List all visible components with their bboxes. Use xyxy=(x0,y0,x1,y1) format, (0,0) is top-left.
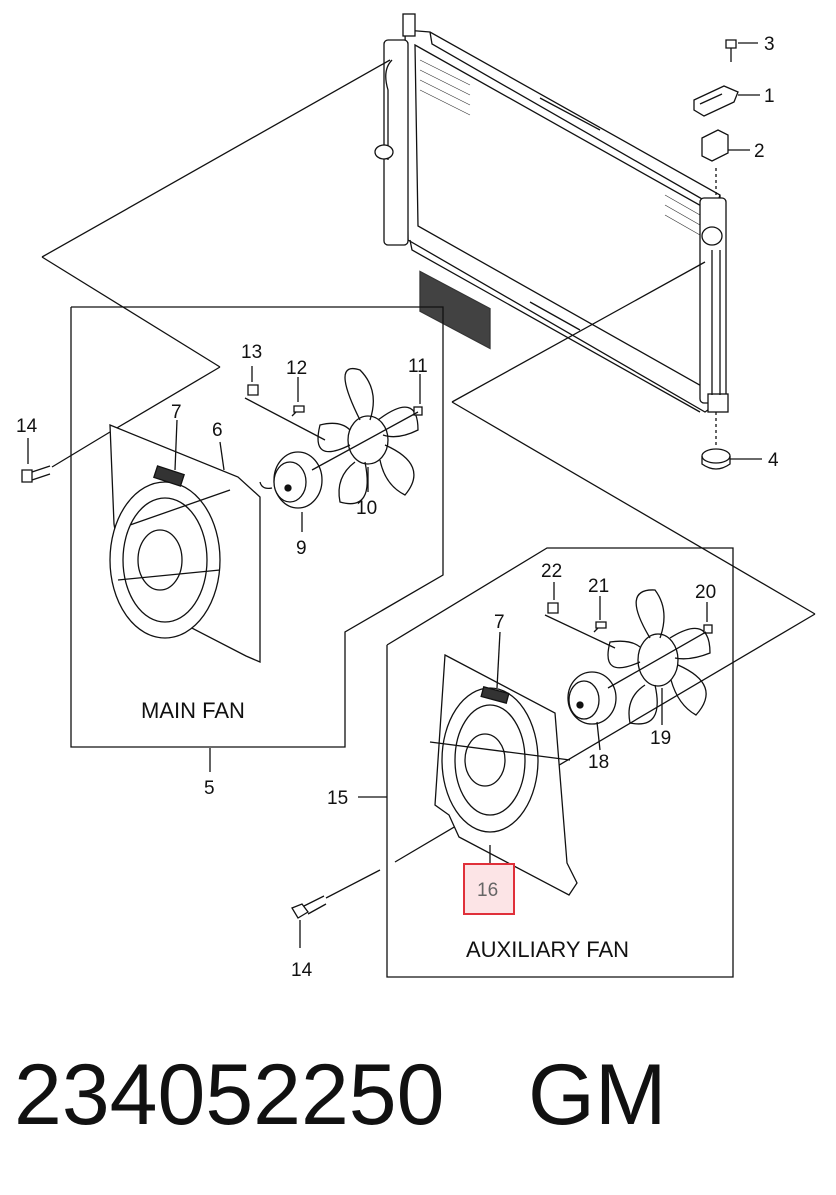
main-fan-label: MAIN FAN xyxy=(141,698,245,723)
highlight-box-16 xyxy=(463,863,515,915)
callout-4: 4 xyxy=(768,450,779,471)
mount-bolt xyxy=(725,39,737,62)
brand-name: GM xyxy=(528,1047,667,1143)
callout-2: 2 xyxy=(754,141,765,162)
main-fan-nut-11 xyxy=(413,406,423,416)
callout-16: 16 xyxy=(477,880,498,901)
main-fan-screw-12 xyxy=(291,405,305,417)
callout-10: 10 xyxy=(356,498,377,519)
auxiliary-fan-nut-20 xyxy=(703,624,713,634)
callout-1: 1 xyxy=(764,86,775,107)
callout-15: 15 xyxy=(327,788,348,809)
callout-7-aux: 7 xyxy=(494,612,505,633)
auxiliary-fan-shroud xyxy=(429,653,578,896)
callout-12: 12 xyxy=(286,358,307,379)
callout-5: 5 xyxy=(204,778,215,799)
upper-insulator xyxy=(701,129,729,162)
main-fan-group-box xyxy=(70,306,444,748)
callout-22: 22 xyxy=(541,561,562,582)
callout-20: 20 xyxy=(695,582,716,603)
callout-21: 21 xyxy=(588,576,609,597)
part-number: 234052250 xyxy=(14,1047,445,1143)
upper-mount-bracket xyxy=(693,85,739,117)
callout-6: 6 xyxy=(212,420,223,441)
main-fan-motor xyxy=(259,451,323,509)
callout-19: 19 xyxy=(650,728,671,749)
auxiliary-fan-group-box xyxy=(386,547,734,978)
auxiliary-fan-label: AUXILIARY FAN xyxy=(466,937,629,962)
main-fan-shroud xyxy=(109,424,261,663)
auxiliary-fan-nut-22 xyxy=(547,602,559,614)
lower-insulator xyxy=(701,448,731,470)
callout-7-main: 7 xyxy=(171,402,182,423)
callout-3: 3 xyxy=(764,34,775,55)
callout-14-bottom: 14 xyxy=(291,960,313,981)
callout-13: 13 xyxy=(241,342,262,363)
callout-11: 11 xyxy=(408,356,428,377)
callout-18: 18 xyxy=(588,752,609,773)
bolt-14-left xyxy=(21,465,51,483)
bolt-14-bottom xyxy=(291,895,327,948)
radiator xyxy=(374,13,729,413)
callout-14-left: 14 xyxy=(16,416,38,437)
main-fan-nut-13 xyxy=(247,384,259,396)
callout-9: 9 xyxy=(296,538,307,559)
auxiliary-fan-motor xyxy=(567,671,617,725)
auxiliary-fan-blade xyxy=(607,589,711,725)
exploded-parts-diagram: 1 2 3 4 13 12 11 7 6 14 10 9 MAIN FAN 5 … xyxy=(16,13,816,981)
auxiliary-fan-screw-21 xyxy=(593,621,607,633)
